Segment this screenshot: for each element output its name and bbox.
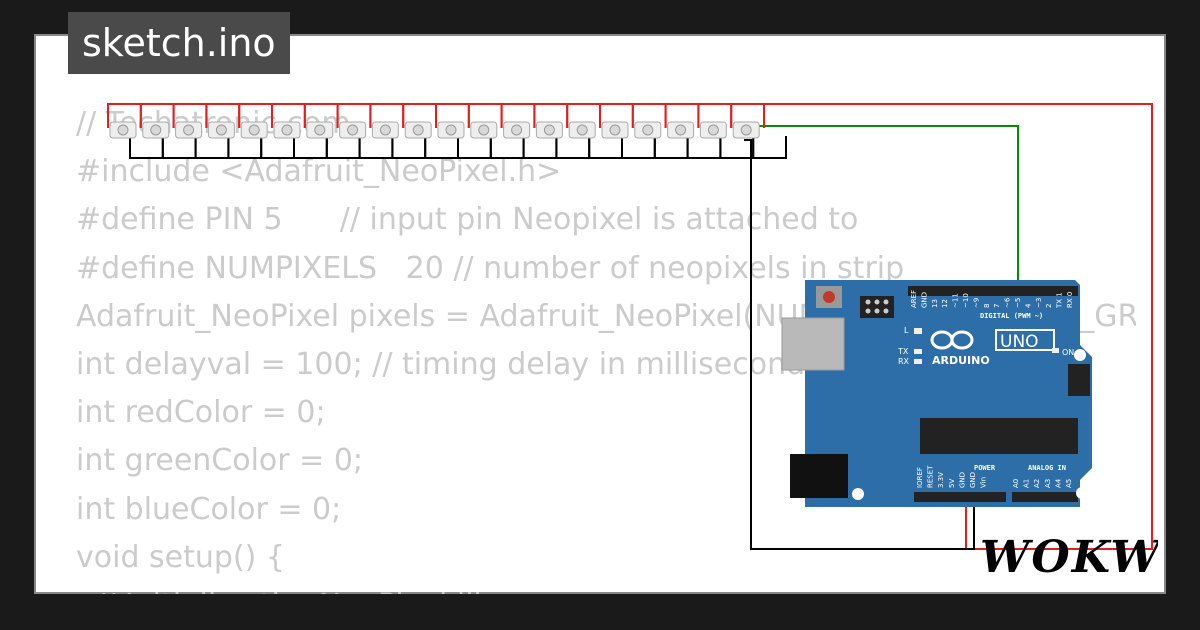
code-line: #define NUMPIXELS 20 // number of neopix… [76, 250, 905, 286]
power-jack [790, 454, 848, 498]
reset-button[interactable] [823, 291, 835, 303]
code-line: // Initialize the NeoPixel library. [76, 582, 1136, 594]
digital-header[interactable] [908, 286, 1078, 296]
code-line: int blueColor = 0; [76, 491, 342, 527]
pin-label: GND [920, 292, 928, 308]
on-label: ON [1062, 348, 1074, 357]
neopixel[interactable] [664, 103, 722, 159]
file-tab[interactable]: sketch.ino [68, 12, 290, 74]
pin-label: 5V [948, 479, 956, 488]
pin-label: IOREF [916, 467, 924, 488]
svg-text:WOKWi: WOKWi [980, 532, 1158, 583]
code-line: int redColor = 0; [76, 395, 326, 431]
neopixel-strip[interactable] [107, 103, 787, 159]
pin-label: 8 [983, 304, 991, 308]
code-line: #include <Adafruit_NeoPixel.h> [76, 154, 562, 190]
pin-label: GND [958, 472, 966, 488]
tx-label: TX [897, 347, 909, 356]
pin-label: ~9 [972, 298, 980, 308]
analog-header[interactable] [1012, 492, 1078, 502]
pin-label: Vin [980, 477, 988, 488]
neopixel[interactable] [730, 103, 787, 159]
pin-label: A2 [1033, 479, 1041, 488]
ground-wire[interactable] [744, 139, 975, 550]
pin-label: AREF [910, 290, 918, 308]
pin-label: 13 [931, 299, 939, 308]
digital-label: DIGITAL (PWM ~) [980, 312, 1043, 320]
arduino-brand: ARDUINO [932, 354, 990, 367]
power-label: POWER [974, 464, 996, 472]
arduino-logo-icon [930, 330, 974, 350]
pin-label: A3 [1044, 479, 1052, 488]
data-wire[interactable] [744, 125, 1019, 288]
pin-label: RESET [927, 465, 935, 488]
l-label: L [904, 326, 909, 335]
pin-label: ~11 [952, 293, 960, 308]
pin-label: 4 [1024, 303, 1032, 308]
pin-label: GND [969, 472, 977, 488]
pin-label: 2 [1045, 304, 1053, 308]
wokwi-logo: WOKWi [978, 526, 1178, 596]
microcontroller-chip [920, 418, 1078, 454]
neopixel[interactable] [599, 103, 656, 159]
power-header[interactable] [914, 492, 1006, 502]
pin-label: 7 [993, 304, 1001, 308]
rx-label: RX [898, 357, 910, 366]
usb-port [781, 317, 845, 371]
neopixel[interactable] [697, 103, 755, 159]
pin-label: ~6 [1004, 297, 1012, 308]
pin-label: A1 [1023, 479, 1031, 488]
pin-label: 12 [941, 299, 949, 308]
pin-label: ~10 [962, 293, 970, 308]
pin-label: RX 0 [1066, 292, 1074, 308]
neopixel[interactable] [402, 103, 459, 159]
code-line: #define PIN 5 // input pin Neopixel is a… [76, 202, 859, 238]
code-line: void setup() { [76, 539, 285, 575]
pin-label: TX 1 [1056, 292, 1064, 309]
pin-label: A5 [1065, 479, 1073, 488]
pin-label: 3.3V [937, 472, 945, 488]
neopixel[interactable] [139, 103, 197, 159]
analog-label: ANALOG IN [1028, 464, 1066, 472]
neopixel[interactable] [631, 103, 689, 159]
pin-label: A0 [1012, 479, 1020, 488]
pin-label: ~3 [1035, 298, 1043, 308]
pin-label: A4 [1054, 478, 1062, 488]
uno-label: UNO [1000, 332, 1039, 352]
pin-label: ~5 [1014, 298, 1022, 308]
code-line: int greenColor = 0; [76, 443, 364, 479]
